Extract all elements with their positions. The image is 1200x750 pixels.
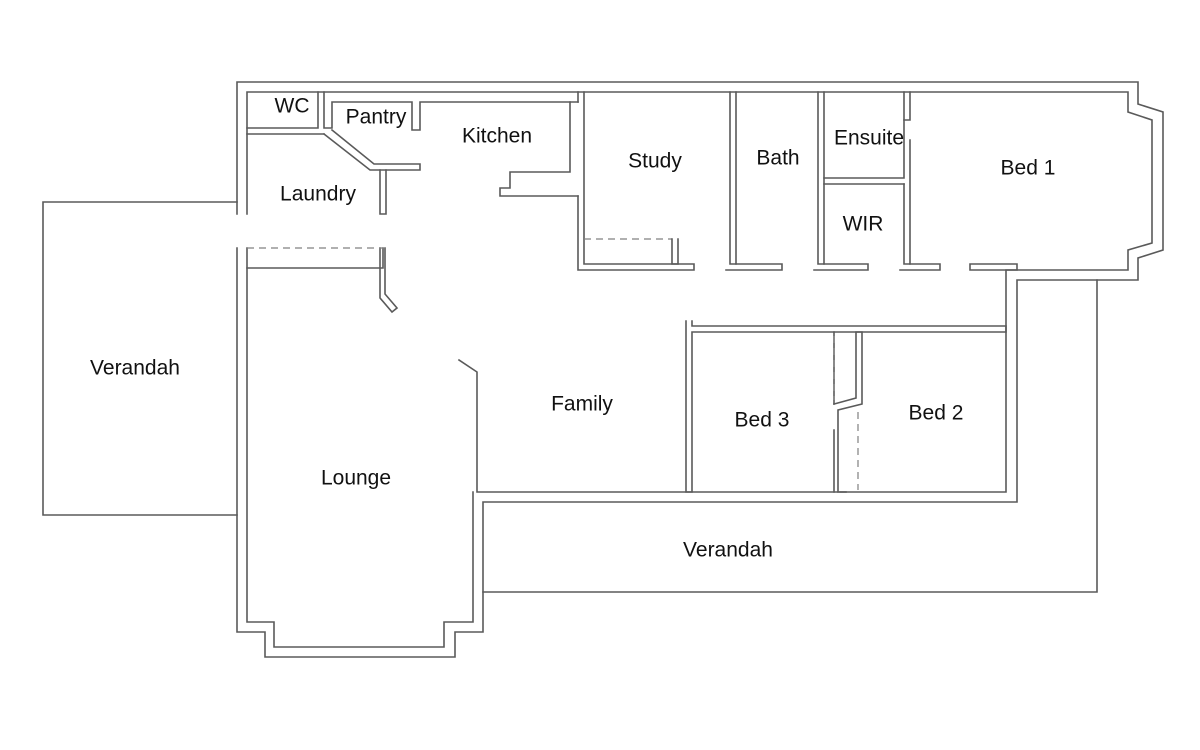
wc-wall bbox=[246, 91, 319, 129]
bed1-door-stub bbox=[969, 263, 1018, 271]
study-wall bbox=[577, 91, 695, 271]
room-label-bed3: Bed 3 bbox=[734, 408, 790, 432]
bed3-wardrobe-wall bbox=[833, 331, 863, 493]
room-label-bed1: Bed 1 bbox=[1000, 156, 1056, 180]
laundry-right-wall bbox=[379, 169, 387, 215]
inner-wall bbox=[246, 91, 1153, 493]
room-label-laundry: Laundry bbox=[280, 182, 356, 206]
room-label-study: Study bbox=[628, 149, 682, 173]
bath-bottom-wall bbox=[725, 263, 783, 271]
room-label-verandah-south: Verandah bbox=[683, 538, 773, 562]
room-label-pantry: Pantry bbox=[345, 105, 407, 129]
south-verandah-outline bbox=[482, 279, 1098, 593]
room-label-verandah-west: Verandah bbox=[90, 356, 180, 380]
bath-right-wall bbox=[817, 91, 825, 265]
room-label-wc: WC bbox=[274, 94, 310, 118]
pantry-wall bbox=[323, 91, 579, 131]
lounge-door-swing bbox=[379, 247, 399, 314]
pantry-angled-wall bbox=[322, 128, 421, 171]
ensuite-right-wall bbox=[903, 91, 911, 121]
room-label-bed2: Bed 2 bbox=[908, 401, 964, 425]
outer-wall bbox=[236, 81, 1164, 658]
room-label-family: Family bbox=[551, 392, 613, 416]
room-label-bath: Bath bbox=[756, 146, 800, 170]
room-label-kitchen: Kitchen bbox=[461, 124, 533, 148]
bath-door-stub bbox=[813, 263, 869, 271]
wir-right-wall bbox=[903, 139, 911, 265]
room-label-wir: WIR bbox=[842, 212, 884, 236]
study-right-wall bbox=[729, 91, 737, 265]
lounge-inner-wall bbox=[246, 247, 474, 648]
kitchen-bench bbox=[499, 101, 579, 197]
laundry-bottom-wall bbox=[246, 247, 384, 269]
wir-door-stub bbox=[899, 263, 941, 271]
bedroom-wing-top-wall bbox=[685, 320, 1007, 493]
room-label-ensuite: Ensuite bbox=[833, 126, 905, 150]
room-label-lounge: Lounge bbox=[320, 466, 392, 490]
west-verandah-outline bbox=[42, 201, 238, 516]
study-door-jamb bbox=[671, 238, 679, 265]
